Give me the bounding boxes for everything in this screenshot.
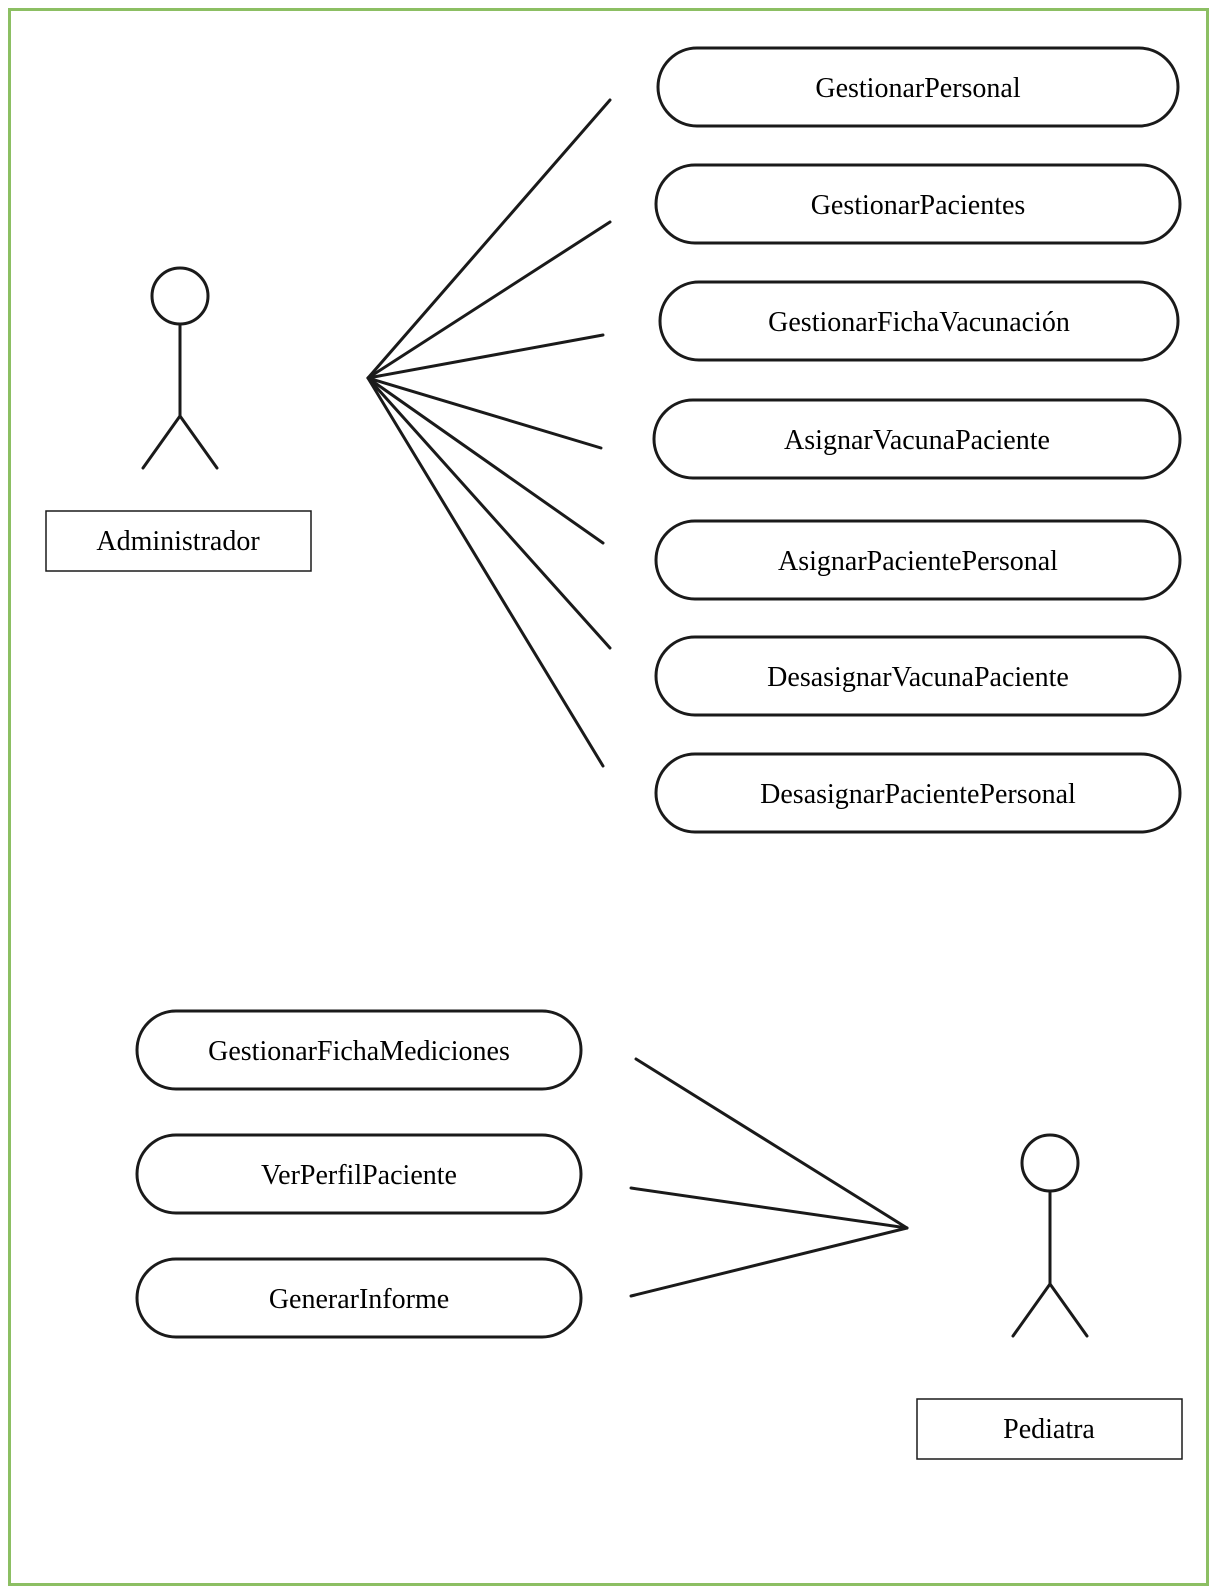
association-line <box>366 376 605 768</box>
actor-right-leg <box>1048 1282 1089 1338</box>
use-case-label: GenerarInforme <box>269 1284 449 1315</box>
association-line <box>629 1226 909 1298</box>
use-case-label: DesasignarPacientePersonal <box>760 779 1076 810</box>
association-line <box>366 376 605 545</box>
use-case-gestionar-personal: GestionarPersonal <box>656 46 1180 128</box>
association-line <box>634 1057 909 1230</box>
use-case-desasignar-paciente-personal: DesasignarPacientePersonal <box>654 752 1182 834</box>
actor-left-leg <box>141 414 182 470</box>
use-case-label: AsignarVacunaPaciente <box>784 425 1050 456</box>
use-case-generar-informe: GenerarInforme <box>135 1257 583 1339</box>
use-case-label: AsignarPacientePersonal <box>778 546 1058 577</box>
use-case-label: VerPerfilPaciente <box>261 1160 457 1191</box>
actor-label-box-pediatra: Pediatra <box>916 1398 1183 1460</box>
actor-label-pediatra: Pediatra <box>1003 1414 1095 1445</box>
use-case-ver-perfil-paciente: VerPerfilPaciente <box>135 1133 583 1215</box>
association-line <box>629 1186 909 1230</box>
use-case-gestionar-ficha-mediciones: GestionarFichaMediciones <box>135 1009 583 1091</box>
use-case-gestionar-ficha-vacunacion: GestionarFichaVacunación <box>658 280 1180 362</box>
actor-label-box-administrador: Administrador <box>45 510 312 572</box>
association-line <box>366 376 612 650</box>
use-case-desasignar-vacuna-paciente: DesasignarVacunaPaciente <box>654 635 1182 717</box>
use-case-asignar-paciente-personal: AsignarPacientePersonal <box>654 519 1182 601</box>
actor-right-leg <box>178 414 219 470</box>
actor-administrador <box>141 266 219 470</box>
association-line <box>366 376 603 450</box>
actor-label-administrador: Administrador <box>96 526 260 557</box>
association-line <box>366 220 612 380</box>
pediatra-associations <box>629 1057 909 1298</box>
use-case-label: GestionarFichaMediciones <box>208 1036 510 1067</box>
actor-head <box>150 266 210 326</box>
association-line <box>366 98 612 380</box>
use-case-asignar-vacuna-paciente: AsignarVacunaPaciente <box>652 398 1182 480</box>
actor-head <box>1020 1133 1080 1193</box>
admin-associations <box>366 98 612 768</box>
actor-pediatra <box>1011 1133 1089 1338</box>
use-case-gestionar-pacientes: GestionarPacientes <box>654 163 1182 245</box>
actor-left-leg <box>1011 1282 1052 1338</box>
association-line <box>366 333 605 380</box>
use-case-label: GestionarFichaVacunación <box>768 307 1070 338</box>
use-case-label: DesasignarVacunaPaciente <box>767 662 1069 693</box>
use-case-label: GestionarPacientes <box>811 190 1026 221</box>
use-case-label: GestionarPersonal <box>815 73 1021 104</box>
